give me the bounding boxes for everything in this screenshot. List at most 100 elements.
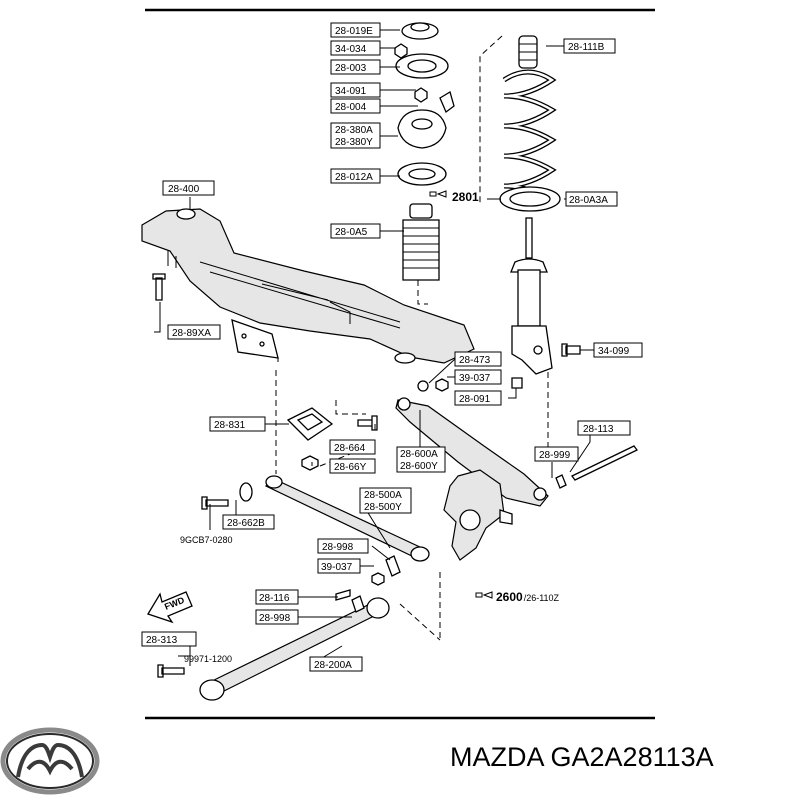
svg-text:39-037: 39-037 bbox=[321, 562, 353, 573]
crossmember-bracket bbox=[231, 319, 279, 359]
assembly-ref-2801: 2801 bbox=[429, 190, 479, 204]
nut-39-037-upper bbox=[435, 378, 449, 392]
svg-text:28-831: 28-831 bbox=[214, 420, 246, 431]
label-28-200a: 28-200A bbox=[309, 656, 363, 672]
svg-text:28-200A: 28-200A bbox=[314, 660, 352, 671]
svg-text:28-662B: 28-662B bbox=[227, 518, 265, 529]
bracket-28-998-lower bbox=[351, 595, 365, 613]
label-28-400: 28-400 bbox=[162, 180, 215, 196]
label-34-099: 34-099 bbox=[593, 342, 643, 358]
parts-drawing: FWD bbox=[141, 22, 638, 701]
svg-text:39-037: 39-037 bbox=[459, 373, 491, 384]
label-39-037-lower: 39-037 bbox=[317, 558, 361, 574]
part-labels: 28-019E 34-034 28-003 34-091 28-004 28-3… bbox=[141, 22, 643, 672]
label-28-004: 28-004 bbox=[330, 98, 381, 114]
nut-34-034 bbox=[394, 43, 408, 59]
label-28-111b: 28-111B bbox=[563, 38, 616, 54]
bracket-28-004 bbox=[439, 91, 455, 114]
svg-text:28-012A: 28-012A bbox=[335, 172, 373, 183]
label-28-473: 28-473 bbox=[454, 351, 502, 367]
bolt-28-313 bbox=[157, 664, 185, 678]
svg-text:28-116: 28-116 bbox=[259, 593, 290, 604]
svg-text:28-380Y: 28-380Y bbox=[335, 137, 373, 148]
svg-text:28-091: 28-091 bbox=[459, 394, 491, 405]
bump-stop bbox=[518, 35, 538, 69]
label-28-003: 28-003 bbox=[330, 59, 381, 75]
svg-text:28-998: 28-998 bbox=[259, 613, 291, 624]
label-28-998-upper: 28-998 bbox=[317, 538, 369, 554]
svg-text:28-380A: 28-380A bbox=[335, 125, 373, 136]
svg-text:28-0A5: 28-0A5 bbox=[335, 227, 368, 238]
svg-text:34-091: 34-091 bbox=[335, 86, 367, 97]
svg-text:34-099: 34-099 bbox=[598, 346, 630, 357]
nut-39-037-lower bbox=[371, 572, 385, 586]
fwd-arrow: FWD bbox=[147, 591, 193, 624]
label-28-662b: 28-662B bbox=[222, 514, 275, 530]
svg-text:34-034: 34-034 bbox=[335, 44, 367, 55]
bolt-34-099 bbox=[561, 343, 581, 357]
svg-text:28-999: 28-999 bbox=[539, 450, 571, 461]
svg-text:28-500Y: 28-500Y bbox=[364, 502, 402, 513]
svg-text:28-111B: 28-111B bbox=[568, 42, 605, 53]
bolt-28-664 bbox=[357, 415, 378, 431]
svg-text:28-313: 28-313 bbox=[146, 635, 178, 646]
svg-text:28-113: 28-113 bbox=[583, 424, 614, 435]
label-28-012a: 28-012A bbox=[330, 168, 381, 184]
trailing-link bbox=[199, 597, 390, 701]
label-28-89xa: 28-89XA bbox=[167, 324, 221, 340]
bolt-28-113 bbox=[571, 445, 638, 481]
svg-text:28-003: 28-003 bbox=[335, 63, 367, 74]
part-number-title: MAZDA GA2A28113A bbox=[450, 742, 714, 772]
knuckle bbox=[443, 469, 513, 561]
svg-text:28-400: 28-400 bbox=[168, 184, 200, 195]
nut-34-091 bbox=[414, 87, 428, 103]
svg-text:28-664: 28-664 bbox=[334, 443, 366, 454]
label-39-037-upper: 39-037 bbox=[454, 369, 502, 385]
coil-spring bbox=[502, 69, 557, 203]
label-28-998-lower: 28-998 bbox=[255, 609, 299, 625]
svg-text:28-0A3A: 28-0A3A bbox=[569, 195, 608, 206]
label-34-091: 34-091 bbox=[330, 82, 381, 98]
label-28-831: 28-831 bbox=[209, 416, 266, 432]
label-28-664: 28-664 bbox=[329, 439, 376, 455]
svg-text:28-600Y: 28-600Y bbox=[400, 461, 438, 472]
label-99971-1200: 99971-1200 bbox=[184, 654, 232, 664]
label-28-66y: 28-66Y bbox=[329, 458, 376, 474]
svg-text:2600/26-110Z: 2600/26-110Z bbox=[496, 590, 560, 604]
label-28-116: 28-116 bbox=[255, 589, 299, 605]
washer-28-999 bbox=[555, 474, 567, 489]
strut bbox=[510, 217, 553, 375]
lateral-arm-upper bbox=[395, 397, 549, 507]
label-9gcb7-0280: 9GCB7-0280 bbox=[180, 535, 233, 545]
bolt-9gcb7 bbox=[201, 496, 229, 510]
svg-text:28-500A: 28-500A bbox=[364, 490, 402, 501]
bolt-28-89xa bbox=[152, 273, 166, 301]
dust-boot bbox=[402, 203, 440, 281]
label-28-0a5: 28-0A5 bbox=[330, 223, 381, 239]
label-28-313: 28-313 bbox=[141, 631, 197, 647]
svg-text:28-004: 28-004 bbox=[335, 102, 367, 113]
mazda-logo bbox=[0, 727, 100, 795]
assembly-ref-2600: 2600/26-110Z bbox=[475, 590, 560, 604]
svg-text:28-66Y: 28-66Y bbox=[334, 462, 367, 473]
svg-text:28-473: 28-473 bbox=[459, 355, 491, 366]
bracket-28-998-upper bbox=[385, 555, 401, 577]
svg-text:28-998: 28-998 bbox=[322, 542, 354, 553]
svg-text:28-89XA: 28-89XA bbox=[172, 328, 211, 339]
nut-28-66y bbox=[301, 455, 319, 471]
label-28-0a3a: 28-0A3A bbox=[565, 191, 618, 207]
label-28-999: 28-999 bbox=[534, 446, 579, 462]
svg-text:28-019E: 28-019E bbox=[335, 26, 373, 37]
washer-28-473 bbox=[417, 380, 429, 392]
lateral-arm-lower bbox=[265, 475, 430, 562]
bolt-28-116 bbox=[335, 589, 351, 601]
label-28-019e: 28-019E bbox=[330, 22, 381, 38]
bushing-28-662b bbox=[239, 482, 253, 502]
svg-text:28-600A: 28-600A bbox=[400, 449, 438, 460]
bolt-28-091 bbox=[511, 377, 523, 389]
label-28-113: 28-113 bbox=[577, 420, 631, 436]
